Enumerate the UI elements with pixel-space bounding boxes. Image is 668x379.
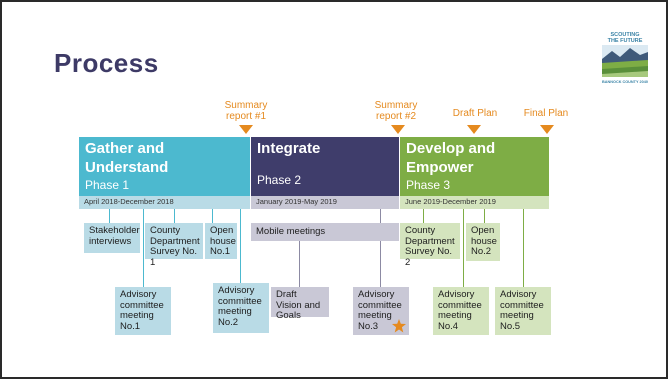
- phase-1-dates: April 2018-December 2018: [79, 196, 250, 209]
- connector-line: [299, 241, 300, 288]
- draft-vision-goals-box: Draft Vision and Goals: [271, 287, 329, 321]
- advisory-meeting-4-box: Advisory committee meeting No.4: [433, 287, 489, 335]
- advisory-meeting-2-box: Advisory committee meeting No.2: [213, 283, 269, 333]
- connector-line: [143, 209, 144, 287]
- connector-line: [109, 209, 110, 224]
- open-house-1-box: Open house No.1: [205, 223, 237, 259]
- phase-1-name: Gather and Understand: [85, 140, 169, 176]
- logo-line1: SCOUTING: [610, 32, 640, 38]
- phase-2-name: Integrate: [257, 140, 321, 157]
- connector-line: [240, 209, 241, 287]
- milestone-final-plan: Final Plan: [523, 108, 569, 119]
- advisory-meeting-1-box: Advisory committee meeting No.1: [115, 287, 171, 335]
- milestone-draft-plan: Draft Plan: [452, 108, 498, 119]
- connector-line: [212, 209, 213, 224]
- phase-3-name: Develop and Empower: [406, 140, 496, 176]
- page-title: Process: [54, 48, 159, 78]
- phase-2-header: Integrate Phase 2: [251, 137, 399, 196]
- phase-3-dates: June 2019-December 2019: [400, 196, 549, 209]
- scouting-the-future-logo: SCOUTING THE FUTURE BANNOCK COUNTY 2040: [596, 24, 654, 86]
- advisory-meeting-5-box: Advisory committee meeting No.5: [495, 287, 551, 335]
- star-icon: [392, 319, 406, 333]
- logo-line2: THE FUTURE: [607, 38, 643, 44]
- phase-2-dates: January 2019-May 2019: [251, 196, 399, 209]
- connector-line: [463, 209, 464, 287]
- phase-3-header: Develop and Empower Phase 3: [400, 137, 549, 196]
- connector-line: [423, 209, 424, 224]
- phase-1-number: Phase 1: [85, 178, 130, 192]
- milestone-marker-1: [239, 125, 253, 134]
- milestone-marker-2: [391, 125, 405, 134]
- stakeholder-interviews-box: Stakeholder interviews: [84, 223, 140, 253]
- phase-1-header: Gather and Understand Phase 1: [79, 137, 250, 196]
- connector-line: [174, 209, 175, 224]
- milestone-marker-3: [467, 125, 481, 134]
- connector-line: [484, 209, 485, 224]
- county-survey-1-box: County Department Survey No. 1: [145, 223, 203, 267]
- mobile-meetings-box: Mobile meetings: [251, 223, 399, 241]
- milestone-summary-report-1: Summary report #1: [224, 100, 268, 122]
- phase-3-number: Phase 3: [406, 178, 451, 192]
- landscape-icon: [602, 45, 648, 77]
- connector-line: [380, 209, 381, 287]
- milestone-summary-report-2: Summary report #2: [374, 100, 418, 122]
- logo-line3: BANNOCK COUNTY 2040: [602, 80, 648, 84]
- phase-2-number: Phase 2: [257, 173, 302, 187]
- county-survey-2-box: County Department Survey No. 2: [400, 223, 460, 267]
- connector-line: [523, 209, 524, 287]
- open-house-2-box: Open house No.2: [466, 223, 500, 261]
- milestone-marker-4: [540, 125, 554, 134]
